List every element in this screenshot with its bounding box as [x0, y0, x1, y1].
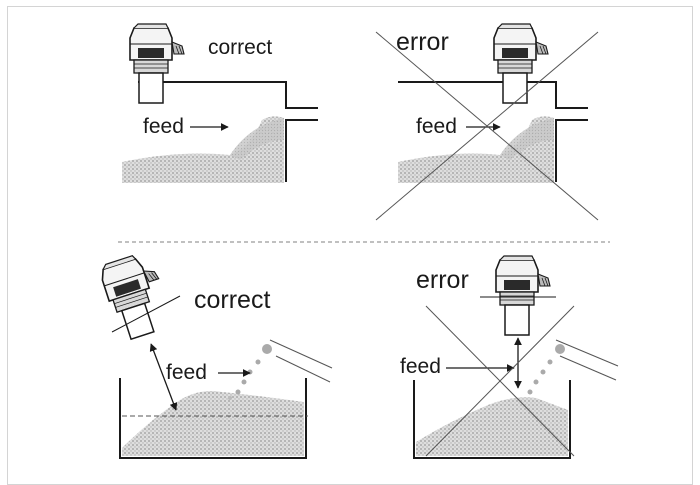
panel-bottom-right [413, 255, 619, 459]
tank-wall-right [555, 119, 588, 182]
feed-stream [500, 118, 554, 160]
tank-roof-left [138, 81, 318, 109]
tank-roof-right [398, 81, 588, 109]
mounting-plane-line [111, 295, 181, 333]
tank-wall-left [285, 119, 318, 182]
feed-label: feed [416, 115, 457, 138]
panel-top-right [375, 23, 599, 221]
error-cross-line [375, 31, 599, 221]
panel-bottom-left [97, 249, 333, 459]
feed-label: feed [400, 355, 441, 378]
tank-outline [119, 378, 307, 459]
status-label-correct: correct [208, 36, 273, 59]
measurement-arrow [149, 343, 178, 411]
feed-particle [555, 344, 565, 354]
material-heap [122, 391, 304, 456]
feed-label: feed [143, 115, 184, 138]
feed-stream [230, 118, 284, 160]
feed-chute [269, 339, 333, 369]
status-label-error: error [416, 266, 469, 294]
status-label-error: error [396, 28, 449, 56]
status-label-correct: correct [194, 286, 271, 314]
feed-chute [275, 355, 331, 383]
material-heap [122, 116, 284, 183]
sensor-icon [129, 23, 185, 104]
sensor-icon [495, 255, 551, 336]
material-heap [398, 116, 554, 183]
error-cross-line [425, 305, 575, 457]
feed-chute [555, 339, 619, 367]
feed-label: feed [166, 361, 207, 384]
sensor-icon [493, 23, 549, 104]
sensor-icon [97, 249, 175, 343]
feed-chute [559, 355, 617, 381]
tank-outline [413, 380, 571, 459]
feed-particle [262, 344, 272, 354]
panel-top-left [122, 23, 318, 183]
